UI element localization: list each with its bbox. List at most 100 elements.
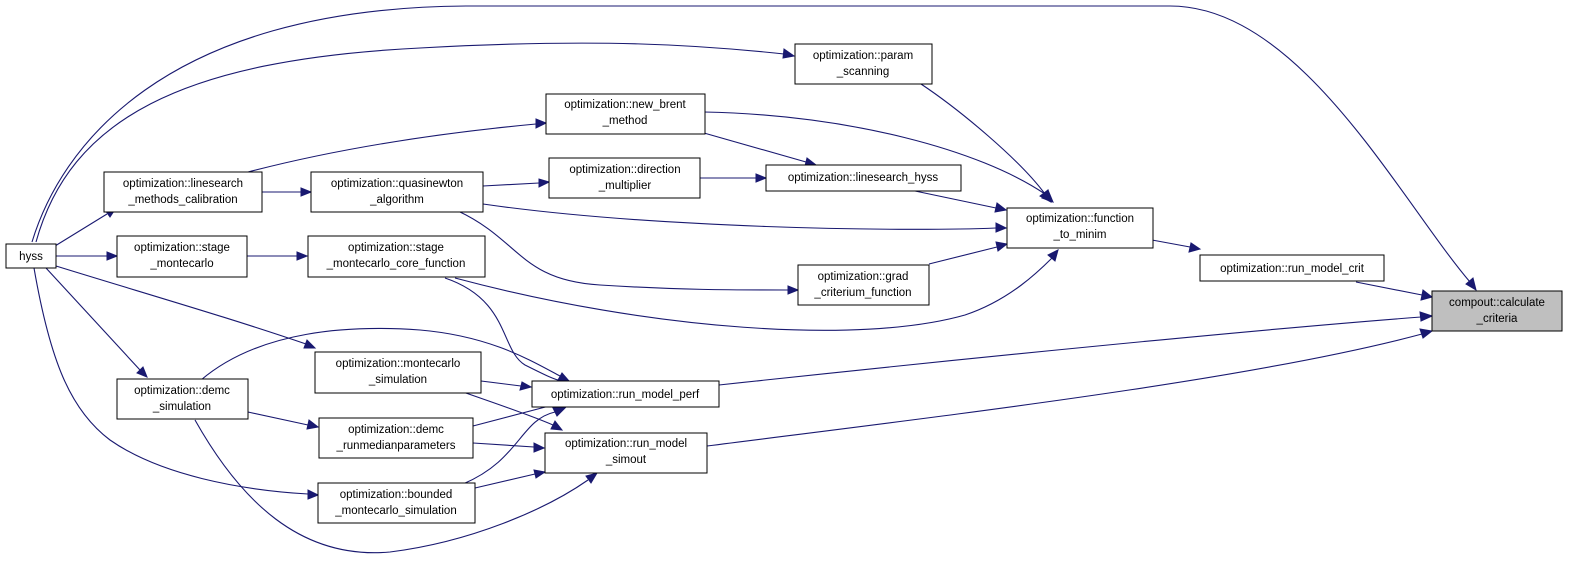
node-run-model-simout-line-2: _simout xyxy=(605,454,647,466)
edge-bmc-to-perf xyxy=(462,411,556,485)
edge-smcore-to-fmin xyxy=(454,257,1053,331)
edge-hyss-to-lsmc xyxy=(54,213,108,247)
edge-qn-to-grad xyxy=(457,210,789,291)
node-bounded-montecarlo-simulation-line-1: optimization::bounded xyxy=(340,489,453,501)
arrow-smcore-to-fmin xyxy=(1047,249,1059,262)
node-bounded-montecarlo-simulation[interactable]: optimization::bounded _montecarlo_simula… xyxy=(317,482,476,524)
node-function-to-minim-line-1: optimization::function xyxy=(1026,213,1134,225)
arrow-lsmc-to-qn xyxy=(300,187,313,197)
edge-brent-to-lshyss xyxy=(703,132,807,163)
node-bounded-montecarlo-simulation-line-2: _montecarlo_simulation xyxy=(334,505,456,517)
edge-grad-to-fmin xyxy=(928,246,998,265)
edge-qn-to-fmin xyxy=(482,203,997,230)
node-new-brent-method[interactable]: optimization::new_brent _method xyxy=(545,93,706,135)
node-stage-montecarlo-line-1: optimization::stage xyxy=(134,242,230,254)
node-montecarlo-simulation-line-2: _simulation xyxy=(368,374,427,386)
node-stage-montecarlo-line-2: _montecarlo xyxy=(149,258,213,270)
edge-mcs-to-perf xyxy=(480,380,522,387)
node-linesearch-methods-calibration-line-1: optimization::linesearch xyxy=(123,178,243,190)
arrow-demc-to-demcrun xyxy=(306,419,320,430)
node-run-model-crit-line-1: optimization::run_model_crit xyxy=(1220,263,1365,275)
node-demc-runmedianparameters[interactable]: optimization::demc _runmedianparameters xyxy=(318,417,474,459)
arrow-demc-to-perf xyxy=(557,372,571,382)
edge-hyss-to-mcs xyxy=(55,265,307,345)
node-quasinewton-algorithm-line-2: _algorithm xyxy=(369,194,424,206)
arrow-bmc-to-simout xyxy=(533,469,547,479)
node-direction-multiplier[interactable]: optimization::direction _multiplier xyxy=(548,157,701,199)
arrow-lsmc-to-brent xyxy=(535,118,548,129)
node-quasinewton-algorithm-line-1: optimization::quasinewton xyxy=(331,178,463,190)
edge-fmin-to-crit xyxy=(1151,239,1191,248)
edges xyxy=(31,5,1477,554)
node-run-model-crit[interactable]: optimization::run_model_crit xyxy=(1199,254,1385,282)
edge-demcrun-to-perf xyxy=(472,404,554,427)
node-grad-criterium-function-line-2: _criterium_function xyxy=(813,287,911,299)
edge-demc-to-simout xyxy=(194,419,589,554)
node-montecarlo-simulation-line-1: optimization::montecarlo xyxy=(336,358,461,370)
node-run-model-perf[interactable]: optimization::run_model_perf xyxy=(531,380,720,408)
edge-brent-to-fmin xyxy=(703,111,1046,195)
node-demc-simulation[interactable]: optimization::demc _simulation xyxy=(116,378,249,420)
node-linesearch-methods-calibration-line-2: _methods_calibration xyxy=(127,194,237,206)
node-demc-simulation-line-2: _simulation xyxy=(152,401,211,413)
edge-hyss-to-param xyxy=(35,42,785,243)
node-linesearch-hyss-line-1: optimization::linesearch_hyss xyxy=(788,172,938,184)
arrow-hyss-to-param xyxy=(782,48,796,59)
node-grad-criterium-function-line-1: optimization::grad xyxy=(818,271,909,283)
arrow-hyss-to-smc xyxy=(106,251,119,261)
node-calculate-criteria-line-2: _criteria xyxy=(1476,313,1519,325)
node-function-to-minim[interactable]: optimization::function _to_minim xyxy=(1006,207,1154,249)
node-param-scanning[interactable]: optimization::param _scanning xyxy=(794,43,933,85)
edge-mcs-to-simout xyxy=(462,391,554,426)
edge-crit-to-calc xyxy=(1355,281,1423,296)
arrow-perf-to-calc xyxy=(1419,311,1434,322)
edge-lsmc-to-brent xyxy=(247,123,537,173)
arrow-hyss-to-bmc xyxy=(307,489,320,500)
edge-hyss-to-calc xyxy=(31,5,1471,283)
node-grad-criterium-function[interactable]: optimization::grad _criterium_function xyxy=(797,264,930,306)
node-param-scanning-line-1: optimization::param xyxy=(813,50,913,62)
edge-hyss-to-bmc xyxy=(33,267,309,495)
node-quasinewton-algorithm[interactable]: optimization::quasinewton _algorithm xyxy=(310,171,484,213)
node-direction-multiplier-line-2: _multiplier xyxy=(598,180,652,192)
edge-perf-to-calc xyxy=(718,316,1422,386)
edge-demc-to-demcrun xyxy=(247,411,309,426)
node-run-model-simout[interactable]: optimization::run_model _simout xyxy=(544,432,708,474)
edge-demcrun-to-simout xyxy=(472,442,535,448)
node-calculate-criteria[interactable]: compout::calculate _criteria xyxy=(1431,290,1563,332)
node-stage-montecarlo[interactable]: optimization::stage _montecarlo xyxy=(116,235,248,278)
arrow-hyss-to-calc xyxy=(1465,277,1477,292)
node-calculate-criteria-line-1: compout::calculate xyxy=(1449,297,1545,309)
edge-bmc-to-simout xyxy=(474,473,536,489)
edge-hyss-to-demc xyxy=(45,267,141,371)
node-linesearch-methods-calibration[interactable]: optimization::linesearch _methods_calibr… xyxy=(103,171,263,213)
node-stage-montecarlo-core-function[interactable]: optimization::stage _montecarlo_core_fun… xyxy=(307,235,486,278)
node-function-to-minim-line-2: _to_minim xyxy=(1052,229,1106,241)
node-run-model-perf-line-1: optimization::run_model_perf xyxy=(551,389,700,401)
arrow-brent-to-fmin xyxy=(1041,189,1054,203)
node-montecarlo-simulation[interactable]: optimization::montecarlo _simulation xyxy=(314,351,482,394)
arrow-lshyss-to-fmin xyxy=(994,202,1008,213)
arrow-grad-to-fmin xyxy=(995,241,1009,252)
arrow-smc-to-smcore xyxy=(296,251,309,261)
arrow-mcs-to-perf xyxy=(519,381,533,391)
nodes: compout::calculate _criteria optimizatio… xyxy=(5,43,1563,524)
arrow-qn-to-grad xyxy=(787,285,800,295)
arrow-fmin-to-crit xyxy=(1188,242,1202,253)
edge-simout-to-calc xyxy=(706,333,1423,447)
arrow-hyss-to-mcs xyxy=(303,339,317,349)
arrow-demcrun-to-simout xyxy=(533,442,546,453)
node-demc-simulation-line-1: optimization::demc xyxy=(134,385,230,397)
node-run-model-simout-line-1: optimization::run_model xyxy=(565,438,687,450)
arrow-mcs-to-simout xyxy=(550,420,564,431)
node-hyss-line-1: hyss xyxy=(19,251,43,263)
node-linesearch-hyss[interactable]: optimization::linesearch_hyss xyxy=(765,164,962,192)
arrow-demc-to-simout xyxy=(585,472,599,484)
edge-demc-to-perf xyxy=(200,327,561,381)
edge-lshyss-to-fmin xyxy=(914,190,997,209)
node-hyss[interactable]: hyss xyxy=(5,243,57,269)
node-direction-multiplier-line-1: optimization::direction xyxy=(569,164,680,176)
edge-qn-to-dir xyxy=(482,182,540,187)
arrow-crit-to-calc xyxy=(1420,289,1434,301)
